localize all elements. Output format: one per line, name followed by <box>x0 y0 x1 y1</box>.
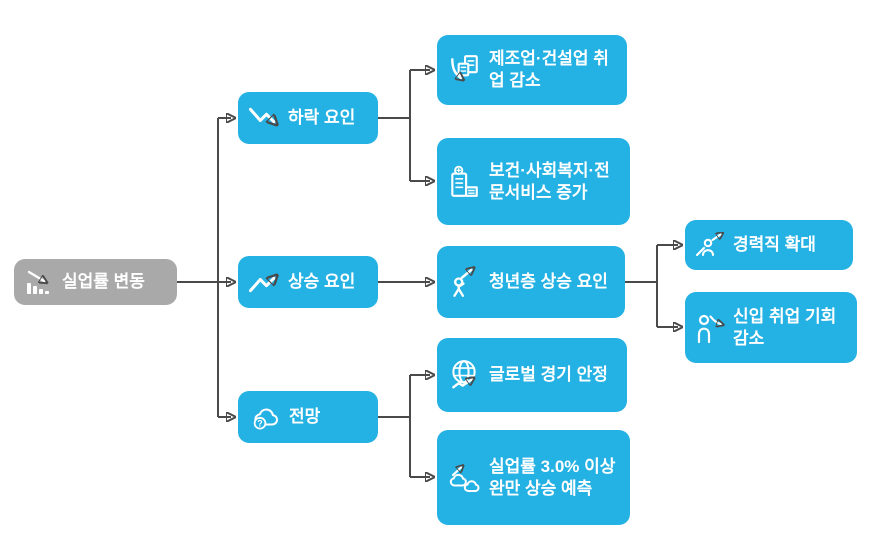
node-global-economy-stable: 글로벌 경기 안정 <box>437 338 627 412</box>
node-unemployment-forecast: 실업률 3.0% 이상 완만 상승 예측 <box>437 430 630 525</box>
trend-up-icon <box>248 268 280 296</box>
node-career-expand: 경력직 확대 <box>685 220 853 270</box>
industry-decline-icon <box>447 53 481 87</box>
trend-down-icon <box>248 104 280 132</box>
node-branch-outlook: ? 전망 <box>238 391 378 443</box>
clouds-rise-icon <box>447 462 481 494</box>
person-rise-icon <box>447 265 481 299</box>
node-label: 글로벌 경기 안정 <box>489 365 608 385</box>
node-manufacturing-decline: 제조업·건설업 취업 감소 <box>437 35 627 105</box>
cloud-question-icon: ? <box>248 403 281 432</box>
globe-trend-icon <box>447 358 481 392</box>
node-label: 전망 <box>289 407 321 427</box>
node-root: 실업률 변동 <box>14 259 177 305</box>
node-label: 실업률 3.0% 이상 완만 상승 예측 <box>489 456 616 498</box>
node-branch-rise: 상승 요인 <box>238 256 378 308</box>
person-career-up-icon <box>695 232 725 258</box>
bar-chart-decline-icon <box>24 267 54 297</box>
node-label: 청년층 상승 요인 <box>489 272 608 292</box>
node-label: 하락 요인 <box>288 108 356 128</box>
node-label: 보건·사회복지·전문서비스 증가 <box>489 160 610 202</box>
node-label: 상승 요인 <box>288 272 356 292</box>
node-label: 경력직 확대 <box>733 235 816 255</box>
node-health-services-increase: 보건·사회복지·전문서비스 증가 <box>437 138 630 225</box>
person-opportunity-down-icon <box>695 312 725 344</box>
hospital-icon <box>447 165 481 199</box>
node-label: 제조업·건설업 취업 감소 <box>489 49 609 90</box>
node-newhire-decrease: 신입 취업 기회 감소 <box>685 292 857 363</box>
node-label: 신입 취업 기회 감소 <box>733 306 837 348</box>
node-label: 실업률 변동 <box>62 272 145 292</box>
svg-text:?: ? <box>257 418 263 428</box>
node-youth-rise: 청년층 상승 요인 <box>437 246 625 318</box>
node-branch-decline: 하락 요인 <box>238 92 378 144</box>
